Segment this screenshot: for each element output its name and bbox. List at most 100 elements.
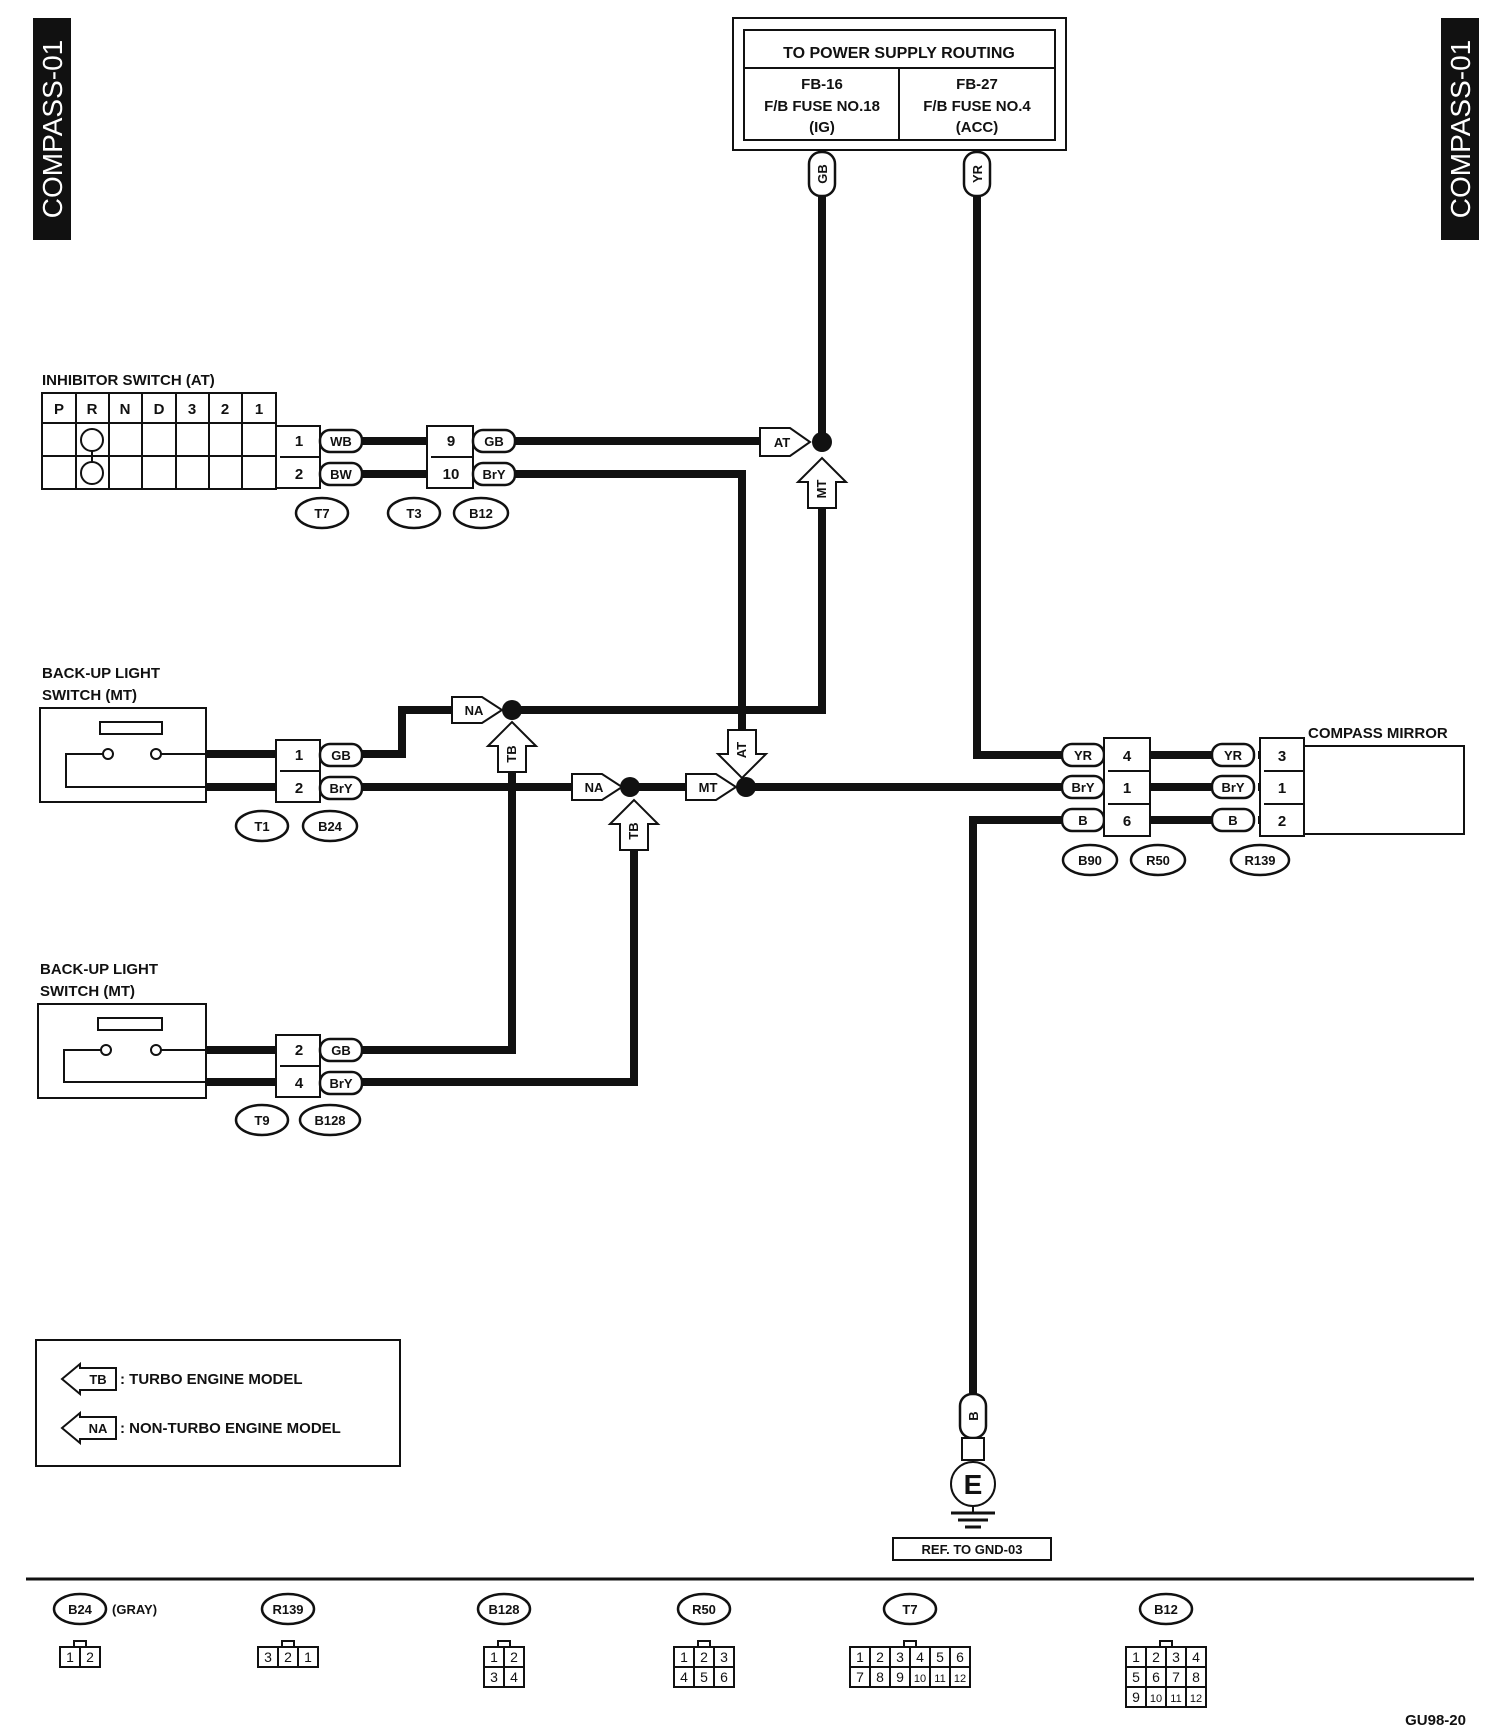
t3-wire-bry: BrY bbox=[482, 467, 505, 482]
connector-pin: 2 bbox=[510, 1649, 518, 1665]
compass-right-connector: YR BrY B 3 1 2 bbox=[1210, 737, 1305, 837]
connector-pin: 2 bbox=[876, 1649, 884, 1665]
b90-pin-1: 1 bbox=[1123, 780, 1131, 797]
inhibitor-pos-1: 1 bbox=[255, 401, 263, 418]
tag-b12: B12 bbox=[469, 506, 493, 521]
compass-left-wire-yr: YR bbox=[1074, 748, 1093, 763]
connector-pin: 5 bbox=[1132, 1669, 1140, 1685]
power-left-line-3: (IG) bbox=[809, 119, 835, 136]
t9-wire-bry: BrY bbox=[329, 1076, 352, 1091]
legend-tb-tag: TB bbox=[89, 1372, 106, 1387]
connector-pin: 4 bbox=[510, 1669, 518, 1685]
legend-tb-text: : TURBO ENGINE MODEL bbox=[120, 1371, 303, 1388]
connector-pin: 11 bbox=[1170, 1693, 1181, 1705]
connector-tag: R139 bbox=[272, 1602, 303, 1617]
connector-pin: 2 bbox=[86, 1649, 94, 1665]
arrow-mt-right: MT bbox=[685, 773, 738, 801]
inhibitor-pos-3: 3 bbox=[188, 401, 196, 418]
connector-pin: 3 bbox=[490, 1669, 498, 1685]
t3-pin-9: 9 bbox=[447, 433, 455, 450]
inhibitor-title: INHIBITOR SWITCH (AT) bbox=[42, 372, 215, 389]
connector-tag: T7 bbox=[902, 1602, 917, 1617]
tag-r139: R139 bbox=[1244, 853, 1275, 868]
left-page-tab: COMPASS-01 bbox=[33, 18, 71, 240]
connector-pin: 9 bbox=[1132, 1689, 1140, 1705]
inhibitor-pos-p: P bbox=[54, 401, 64, 418]
power-wire-gb-text: GB bbox=[815, 164, 830, 184]
compass-left-wire-bry: BrY bbox=[1071, 780, 1094, 795]
connector-pin: 2 bbox=[284, 1649, 292, 1665]
power-right-line-2: F/B FUSE NO.4 bbox=[923, 98, 1031, 115]
r139-pin-1: 1 bbox=[1278, 780, 1286, 797]
t9-pin-4: 4 bbox=[295, 1075, 304, 1092]
tag-r50: R50 bbox=[1146, 853, 1170, 868]
connector-pin: 7 bbox=[1172, 1669, 1180, 1685]
tag-t1: T1 bbox=[254, 819, 269, 834]
t7-pin-2: 2 bbox=[295, 466, 303, 483]
connector-pin: 4 bbox=[680, 1669, 688, 1685]
arrow-mt-up-label: MT bbox=[814, 480, 829, 499]
power-supply-title: TO POWER SUPPLY ROUTING bbox=[783, 45, 1015, 62]
connector-note: (GRAY) bbox=[112, 1602, 157, 1617]
connector-pin: 1 bbox=[856, 1649, 864, 1665]
compass-right-wire-yr: YR bbox=[1224, 748, 1243, 763]
connector-tag: R50 bbox=[692, 1602, 716, 1617]
backup2-tags: T9 B128 bbox=[234, 1103, 362, 1137]
t9-wire-gb: GB bbox=[331, 1043, 351, 1058]
junction-dot bbox=[502, 700, 522, 720]
connector-pin: 9 bbox=[896, 1669, 904, 1685]
junction-dot bbox=[736, 777, 756, 797]
arrow-tb-2-label: TB bbox=[626, 822, 641, 839]
inhibitor-pos-2: 2 bbox=[221, 401, 229, 418]
arrow-mt-right-label: MT bbox=[699, 780, 718, 795]
power-supply-box: TO POWER SUPPLY ROUTING FB-16 F/B FUSE N… bbox=[732, 17, 1067, 151]
t7-pin-1: 1 bbox=[295, 433, 303, 450]
connector-pin: 5 bbox=[700, 1669, 708, 1685]
r139-pin-2: 2 bbox=[1278, 813, 1286, 830]
inhibitor-pos-n: N bbox=[120, 401, 131, 418]
arrow-na-2-label: NA bbox=[585, 780, 604, 795]
r139-pin-3: 3 bbox=[1278, 748, 1286, 765]
b90-pin-6: 6 bbox=[1123, 813, 1131, 830]
backup2-title-line1: BACK-UP LIGHT bbox=[40, 961, 158, 978]
inhibitor-pos-r: R bbox=[87, 401, 98, 418]
arrow-at-down: AT bbox=[715, 729, 769, 780]
arrow-at-gb: AT bbox=[759, 427, 812, 457]
t9-pin-2: 2 bbox=[295, 1042, 303, 1059]
inhibitor-pos-d: D bbox=[154, 401, 165, 418]
connector-pin: 8 bbox=[876, 1669, 884, 1685]
junction-dot bbox=[812, 432, 832, 452]
compass-right-wire-bry: BrY bbox=[1221, 780, 1244, 795]
connector-pin: 10 bbox=[1150, 1693, 1162, 1705]
legend-na-tag: NA bbox=[89, 1421, 108, 1436]
connector-tag: B12 bbox=[1154, 1602, 1178, 1617]
t7-wire-wb: WB bbox=[330, 434, 352, 449]
backup1-connector-t1: 1 2 GB BrY bbox=[275, 739, 364, 803]
power-right-line-3: (ACC) bbox=[956, 119, 999, 136]
connector-pin: 4 bbox=[1192, 1649, 1200, 1665]
compass-left-wire-b: B bbox=[1078, 813, 1087, 828]
legend-box: TB : TURBO ENGINE MODEL NA : NON-TURBO E… bbox=[35, 1339, 401, 1467]
left-page-tab-label: COMPASS-01 bbox=[37, 40, 68, 218]
compass-right-wire-b: B bbox=[1228, 813, 1237, 828]
arrow-mt-up: MT bbox=[795, 456, 849, 509]
figure-id: GU98-20 bbox=[1405, 1712, 1466, 1729]
connector-tag: B128 bbox=[488, 1602, 519, 1617]
arrow-tb-1: TB bbox=[485, 720, 539, 773]
tag-b128: B128 bbox=[314, 1113, 345, 1128]
inhibitor-connector-t3: 9 10 GB BrY bbox=[426, 425, 517, 489]
tag-b24: B24 bbox=[318, 819, 343, 834]
connector-pin: 12 bbox=[954, 1673, 966, 1685]
connector-pin: 1 bbox=[304, 1649, 312, 1665]
b90-pin-4: 4 bbox=[1123, 748, 1132, 765]
connector-tag: B24 bbox=[68, 1602, 93, 1617]
right-page-tab: COMPASS-01 bbox=[1441, 18, 1479, 240]
tag-t3: T3 bbox=[406, 506, 421, 521]
connector-pin: 6 bbox=[1152, 1669, 1160, 1685]
